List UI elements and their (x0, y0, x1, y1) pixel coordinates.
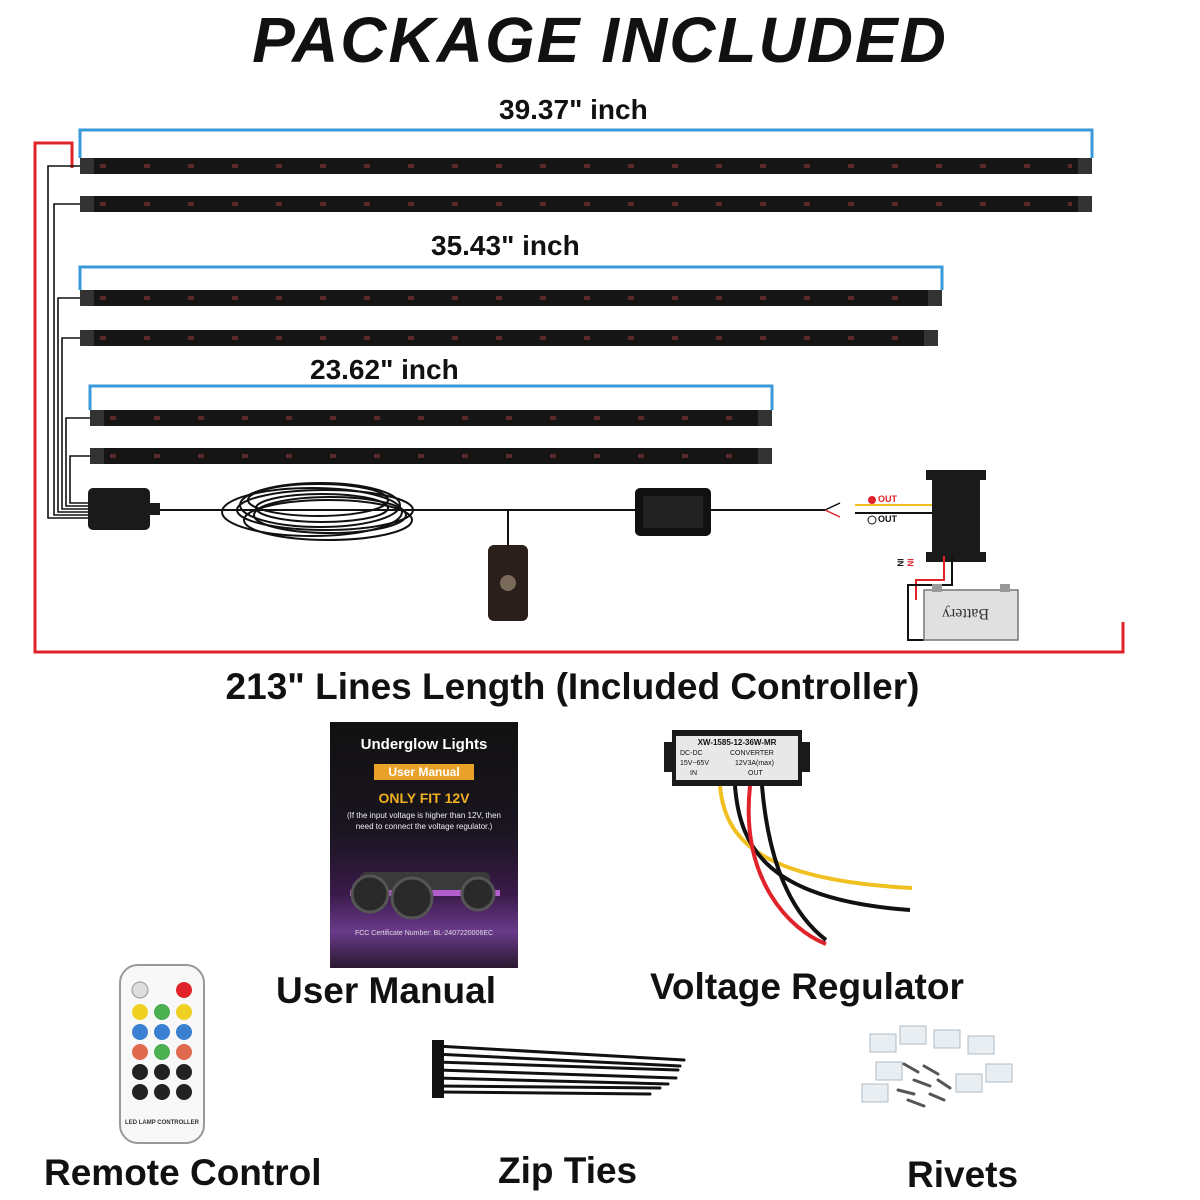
rivets-caption: Rivets (907, 1154, 1019, 1195)
regulator-out-spec: 12V3A(max) (735, 760, 774, 767)
dimension-label-mid: 35.43" inch (431, 230, 580, 261)
led-strip-6 (90, 448, 772, 464)
battery-label: Battery (942, 605, 990, 622)
manual-caption: User Manual (276, 970, 497, 1011)
regulator-in-spec: 15V~65V (680, 760, 709, 767)
coiled-cable (221, 482, 414, 541)
led-strip-3 (80, 290, 942, 306)
wire-harness (47, 165, 90, 519)
remote-footer: LED LAMP CONTROLLER (125, 1120, 199, 1126)
manual-subtitle: User Manual (374, 764, 474, 780)
led-strip-4 (80, 330, 938, 346)
remote-caption: Remote Control (44, 1152, 322, 1193)
regulator-module-small (932, 476, 980, 556)
manual-fit: ONLY FIT 12V (378, 790, 470, 806)
cart-illustration (350, 872, 500, 920)
line-length-bracket (33, 141, 1125, 654)
lines-length-label: 213" Lines Length (Included Controller) (225, 666, 920, 707)
regulator-type-left: DC-DC (680, 750, 703, 757)
harness-connector (88, 488, 150, 530)
led-strip-1 (80, 158, 1092, 174)
led-strip-5 (90, 410, 772, 426)
in-minus-label: IN (895, 558, 905, 567)
regulator-in-label: IN (690, 770, 697, 777)
user-manual-image: Underglow Lights User Manual ONLY FIT 12… (330, 722, 518, 968)
dimension-bracket-long (78, 128, 1094, 158)
manual-note: (If the input voltage is higher than 12V… (346, 811, 502, 831)
in-plus-label: IN (905, 558, 915, 567)
regulator-caption: Voltage Regulator (650, 966, 964, 1007)
regulator-type-right: CONVERTER (730, 750, 774, 757)
manual-fcc: FCC Certificate Number: BL-2407220006EC (354, 930, 494, 937)
dimension-bracket-short (88, 384, 774, 410)
out-minus-label: OUT (878, 514, 897, 524)
dimension-label-long: 39.37" inch (499, 94, 648, 125)
out-plus-label: OUT (878, 494, 897, 504)
dimension-label-short: 23.62" inch (310, 354, 459, 385)
page-title: PACKAGE INCLUDED (252, 4, 948, 76)
led-strip-2 (80, 196, 1092, 212)
regulator-model: XW-1585-12-36W-MR (697, 738, 777, 747)
manual-title: Underglow Lights (360, 736, 488, 753)
regulator-out-label: OUT (748, 770, 763, 777)
zip-ties-caption: Zip Ties (498, 1150, 638, 1191)
battery-icon (923, 584, 1019, 641)
dimension-bracket-mid (78, 265, 944, 290)
